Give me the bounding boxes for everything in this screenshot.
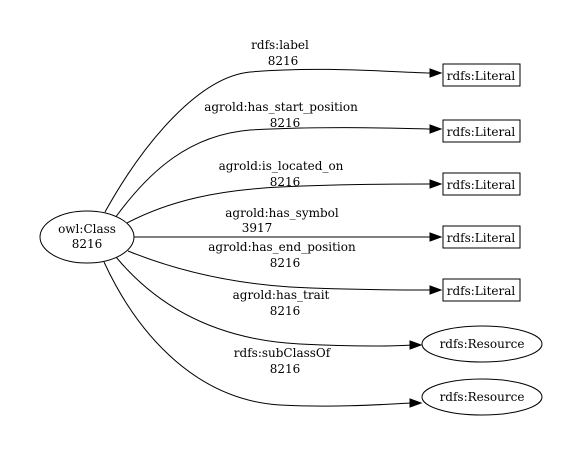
node-label: rdfs:Literal: [447, 125, 516, 139]
edge-label: agrold:has_symbol: [225, 206, 339, 220]
edge-count: 3917: [242, 221, 273, 235]
node-label: owl:Class: [58, 222, 116, 236]
edge-count: 8216: [270, 362, 301, 376]
node-label: rdfs:Literal: [447, 69, 516, 83]
node-rdfs-literal[interactable]: rdfs:Literal: [442, 63, 521, 87]
edge-has-end-position: agrold:has_end_position 8216: [127, 240, 443, 295]
node-rdfs-literal[interactable]: rdfs:Literal: [442, 172, 521, 196]
edge-label: agrold:has_end_position: [208, 240, 356, 254]
edge-is-located-on: agrold:is_located_on 8216: [124, 159, 443, 225]
edge-label: agrold:has_trait: [233, 288, 330, 302]
node-label: rdfs:Literal: [447, 178, 516, 192]
node-label: rdfs:Resource: [440, 337, 525, 351]
edge-label: agrold:has_start_position: [204, 100, 358, 114]
node-label: rdfs:Literal: [447, 231, 516, 245]
edge-count: 8216: [268, 54, 299, 68]
edge-label: rdfs:subClassOf: [234, 346, 332, 360]
edge-label: rdfs:label: [251, 38, 309, 52]
node-label: rdfs:Resource: [440, 390, 525, 404]
edge-subclassof: rdfs:subClassOf 8216: [103, 261, 423, 408]
node-label: rdfs:Literal: [447, 284, 516, 298]
edge-count: 8216: [270, 304, 301, 318]
node-rdfs-literal[interactable]: rdfs:Literal: [442, 278, 521, 302]
edge-label: agrold:is_located_on: [219, 159, 344, 173]
edge-rdfs-label: rdfs:label 8216: [104, 38, 443, 213]
edge-has-symbol: agrold:has_symbol 3917: [134, 206, 443, 242]
node-count: 8216: [72, 237, 103, 251]
node-rdfs-literal[interactable]: rdfs:Literal: [442, 119, 521, 143]
node-rdfs-resource[interactable]: rdfs:Resource: [421, 325, 543, 363]
edge-has-start-position: agrold:has_start_position 8216: [114, 100, 443, 219]
node-owl-class[interactable]: owl:Class 8216: [39, 210, 135, 264]
edge-count: 8216: [270, 116, 301, 130]
edge-has-trait: agrold:has_trait 8216: [115, 256, 423, 350]
edge-count: 8216: [270, 175, 301, 189]
node-rdfs-literal[interactable]: rdfs:Literal: [442, 225, 521, 249]
node-rdfs-resource[interactable]: rdfs:Resource: [421, 378, 543, 416]
edge-count: 8216: [270, 256, 301, 270]
